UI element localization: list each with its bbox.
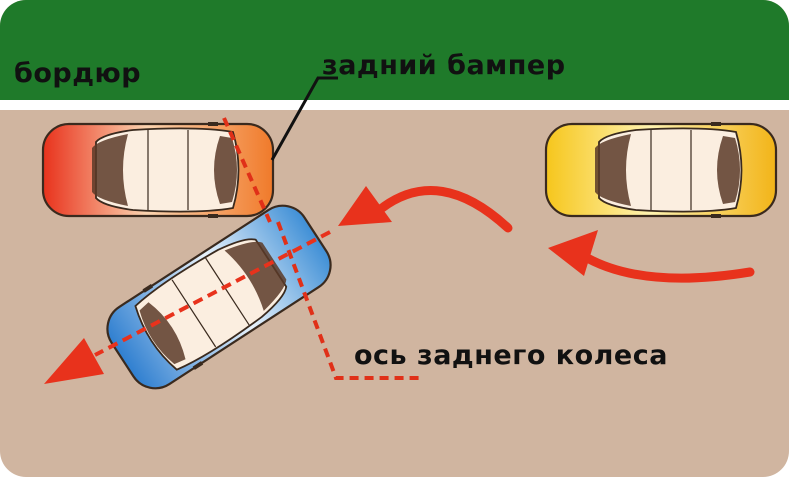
- rear-axle-line: [276, 221, 420, 380]
- parked-yellow-car: [544, 120, 778, 220]
- parked-red-car: [41, 120, 275, 220]
- incoming-arrow-head: [548, 230, 598, 276]
- curb-zone: [0, 0, 789, 100]
- reverse-arrow-head: [338, 186, 392, 226]
- exit-arrow-shaft: [94, 230, 331, 357]
- curb-label: бордюр: [14, 58, 142, 89]
- rear-axle-label: ось заднего колеса: [354, 340, 668, 371]
- exit-arrow-head: [44, 338, 104, 384]
- rear-bumper-leader: [270, 76, 338, 161]
- reverse-arrow-shaft: [377, 186, 513, 233]
- rear-bumper-label: задний бампер: [322, 50, 566, 81]
- rear-bumper-mark: [222, 117, 272, 223]
- incoming-arrow-shaft: [577, 250, 755, 283]
- curb-edge-line: [0, 100, 789, 110]
